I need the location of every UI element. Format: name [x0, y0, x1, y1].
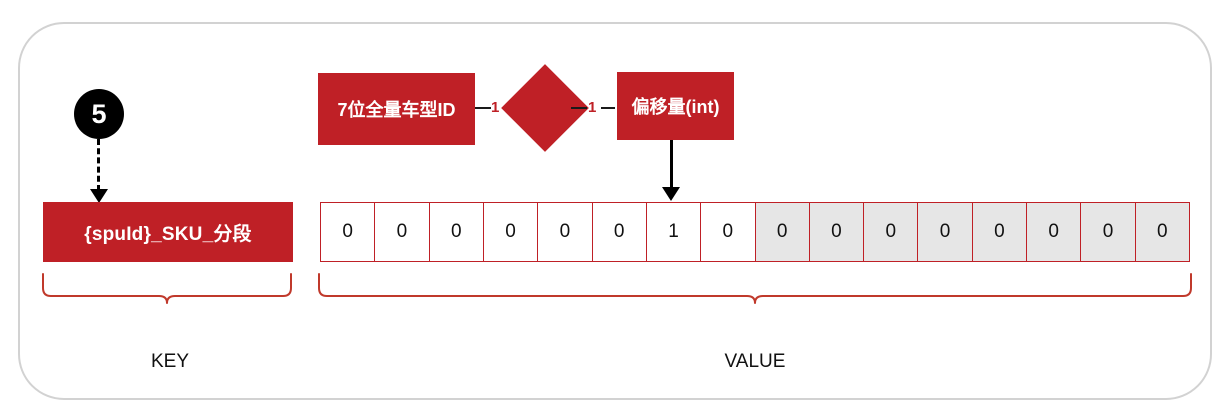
key-name-box: {spuId}_SKU_分段	[43, 202, 293, 262]
bit-cell: 0	[375, 203, 430, 261]
bit-cell: 0	[1135, 203, 1189, 261]
bit-cell: 0	[755, 203, 810, 261]
bit-cell: 0	[592, 203, 647, 261]
bit-cell: 0	[429, 203, 484, 261]
entity-box-offset: 偏移量(int)	[617, 72, 734, 140]
offset-pointer-line	[670, 140, 673, 188]
bit-cell: 0	[1081, 203, 1136, 261]
bit-cell: 0	[972, 203, 1028, 261]
brace-key	[42, 273, 292, 304]
bit-cell: 0	[483, 203, 539, 261]
bit-cell: 0	[809, 203, 865, 261]
bit-cell: 0	[538, 203, 593, 261]
step-badge: 5	[74, 89, 124, 139]
dashed-connector-arrowhead-icon	[90, 189, 108, 203]
caption-value: VALUE	[724, 351, 786, 372]
bit-cell: 0	[918, 203, 973, 261]
caption-key: KEY	[150, 351, 190, 372]
bit-cell: 0	[1027, 203, 1082, 261]
dashed-connector-line	[97, 139, 100, 191]
bit-cell: 0	[864, 203, 919, 261]
er-connector-line-right-b	[601, 107, 615, 109]
er-connector-line-right-a	[571, 107, 587, 109]
entity-box-vehicle-model-id: 7位全量车型ID	[318, 73, 475, 145]
diagram-frame	[18, 22, 1212, 400]
er-cardinality-right: 1	[588, 99, 597, 116]
bit-cell: 0	[321, 203, 376, 261]
bit-cell: 1	[646, 203, 702, 261]
offset-pointer-arrowhead-icon	[662, 187, 680, 201]
er-cardinality-left: 1	[491, 99, 500, 116]
er-connector-line-left-a	[475, 107, 491, 109]
bit-cell: 0	[701, 203, 756, 261]
brace-value	[318, 273, 1192, 304]
